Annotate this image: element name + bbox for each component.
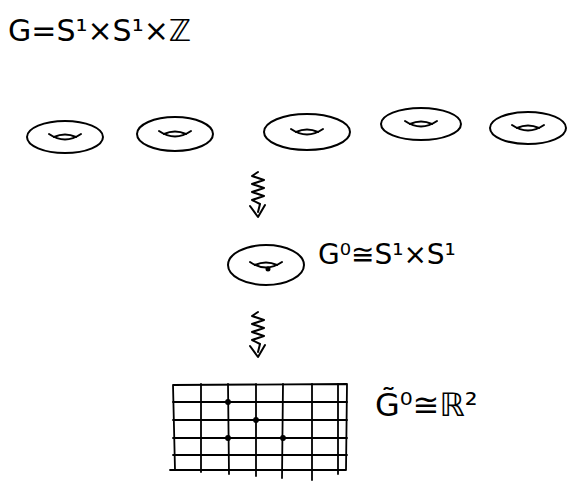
squiggle-arrow [250, 172, 265, 217]
squiggle-arrow [250, 312, 265, 357]
math-label: G=S¹×S¹×ℤ [8, 14, 191, 47]
torus-row [27, 108, 566, 153]
math-label: G̃⁰≅ℝ² [375, 388, 478, 423]
torus [228, 245, 304, 285]
math-label: G⁰≅S¹×S¹ [318, 240, 456, 271]
plane-grid [170, 384, 347, 480]
